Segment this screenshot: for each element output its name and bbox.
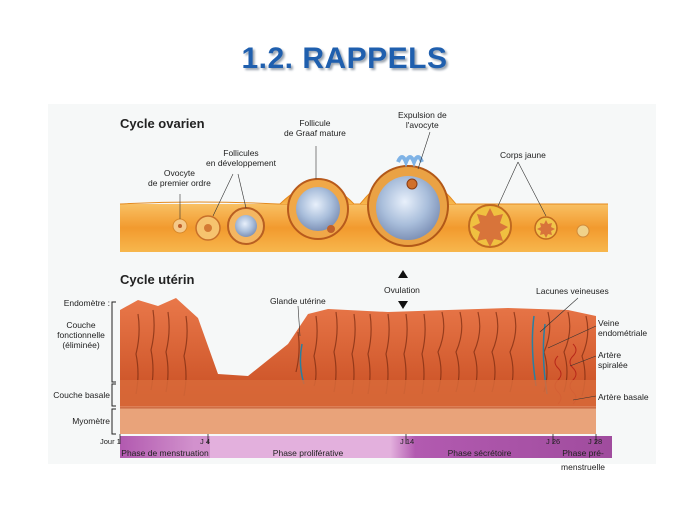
phase-menstruation: Phase de menstruation [120,446,210,460]
follicle-rupturing [368,157,448,246]
slide-title: 1.2. RAPPELS [0,42,689,76]
corpus-albicans [577,225,589,237]
label-endometrial-vein: Veine endométriale [598,318,647,338]
label-endometre: Endomètre : [50,298,110,308]
label-graaf-follicle: Follicule de Graaf mature [284,118,346,138]
corpus-luteum [469,205,511,247]
uterine-cycle-heading: Cycle utérin [120,272,194,287]
label-venous-lacunae: Lacunes veineuses [536,286,609,296]
label-uterine-gland: Glande utérine [270,296,326,306]
corpus-luteum-regressing [535,217,557,239]
day-label-1: Jour 1 [100,437,121,446]
phase-proliferative: Phase proliférative [210,446,406,460]
follicle-developing-1 [196,216,220,240]
ovarian-cycle-heading: Cycle ovarien [120,116,205,131]
oocyte-primary [173,219,187,233]
label-basal-artery: Artère basale [598,392,649,402]
label-developing-follicles: Follicules en développement [206,148,276,168]
follicle-graaf [288,179,348,239]
follicle-developing-2 [228,208,264,244]
label-basal-layer: Couche basale [48,390,110,400]
day-label-14: J 14 [400,437,414,446]
label-ovulation: Ovulation [384,285,420,295]
label-myometrium: Myomètre [48,416,110,426]
myometrium [120,408,596,434]
ovulation-arrow-down [398,301,408,309]
label-corpus-luteum: Corps jaune [500,150,546,160]
day-label-26: J 26 [546,437,560,446]
basal-layer [120,380,596,408]
label-functional-layer: Couche fonctionnelle (éliminée) [48,320,114,350]
label-spiral-artery: Artère spiralée [598,350,628,370]
ovulation-arrow-up [398,270,408,278]
label-oocyte: Ovocyte de premier ordre [148,168,211,188]
phase-premenstrual: Phase pré-menstruelle [548,446,618,474]
label-expulsion: Expulsion de l'avocyte [398,110,447,130]
menstrual-cycle-figure: Cycle ovarien Ovocyte de premier ordre F… [48,104,656,464]
phase-secretory: Phase sécrétoire [406,446,553,460]
day-label-28: J 28 [588,437,602,446]
day-label-4: J 4 [200,437,210,446]
